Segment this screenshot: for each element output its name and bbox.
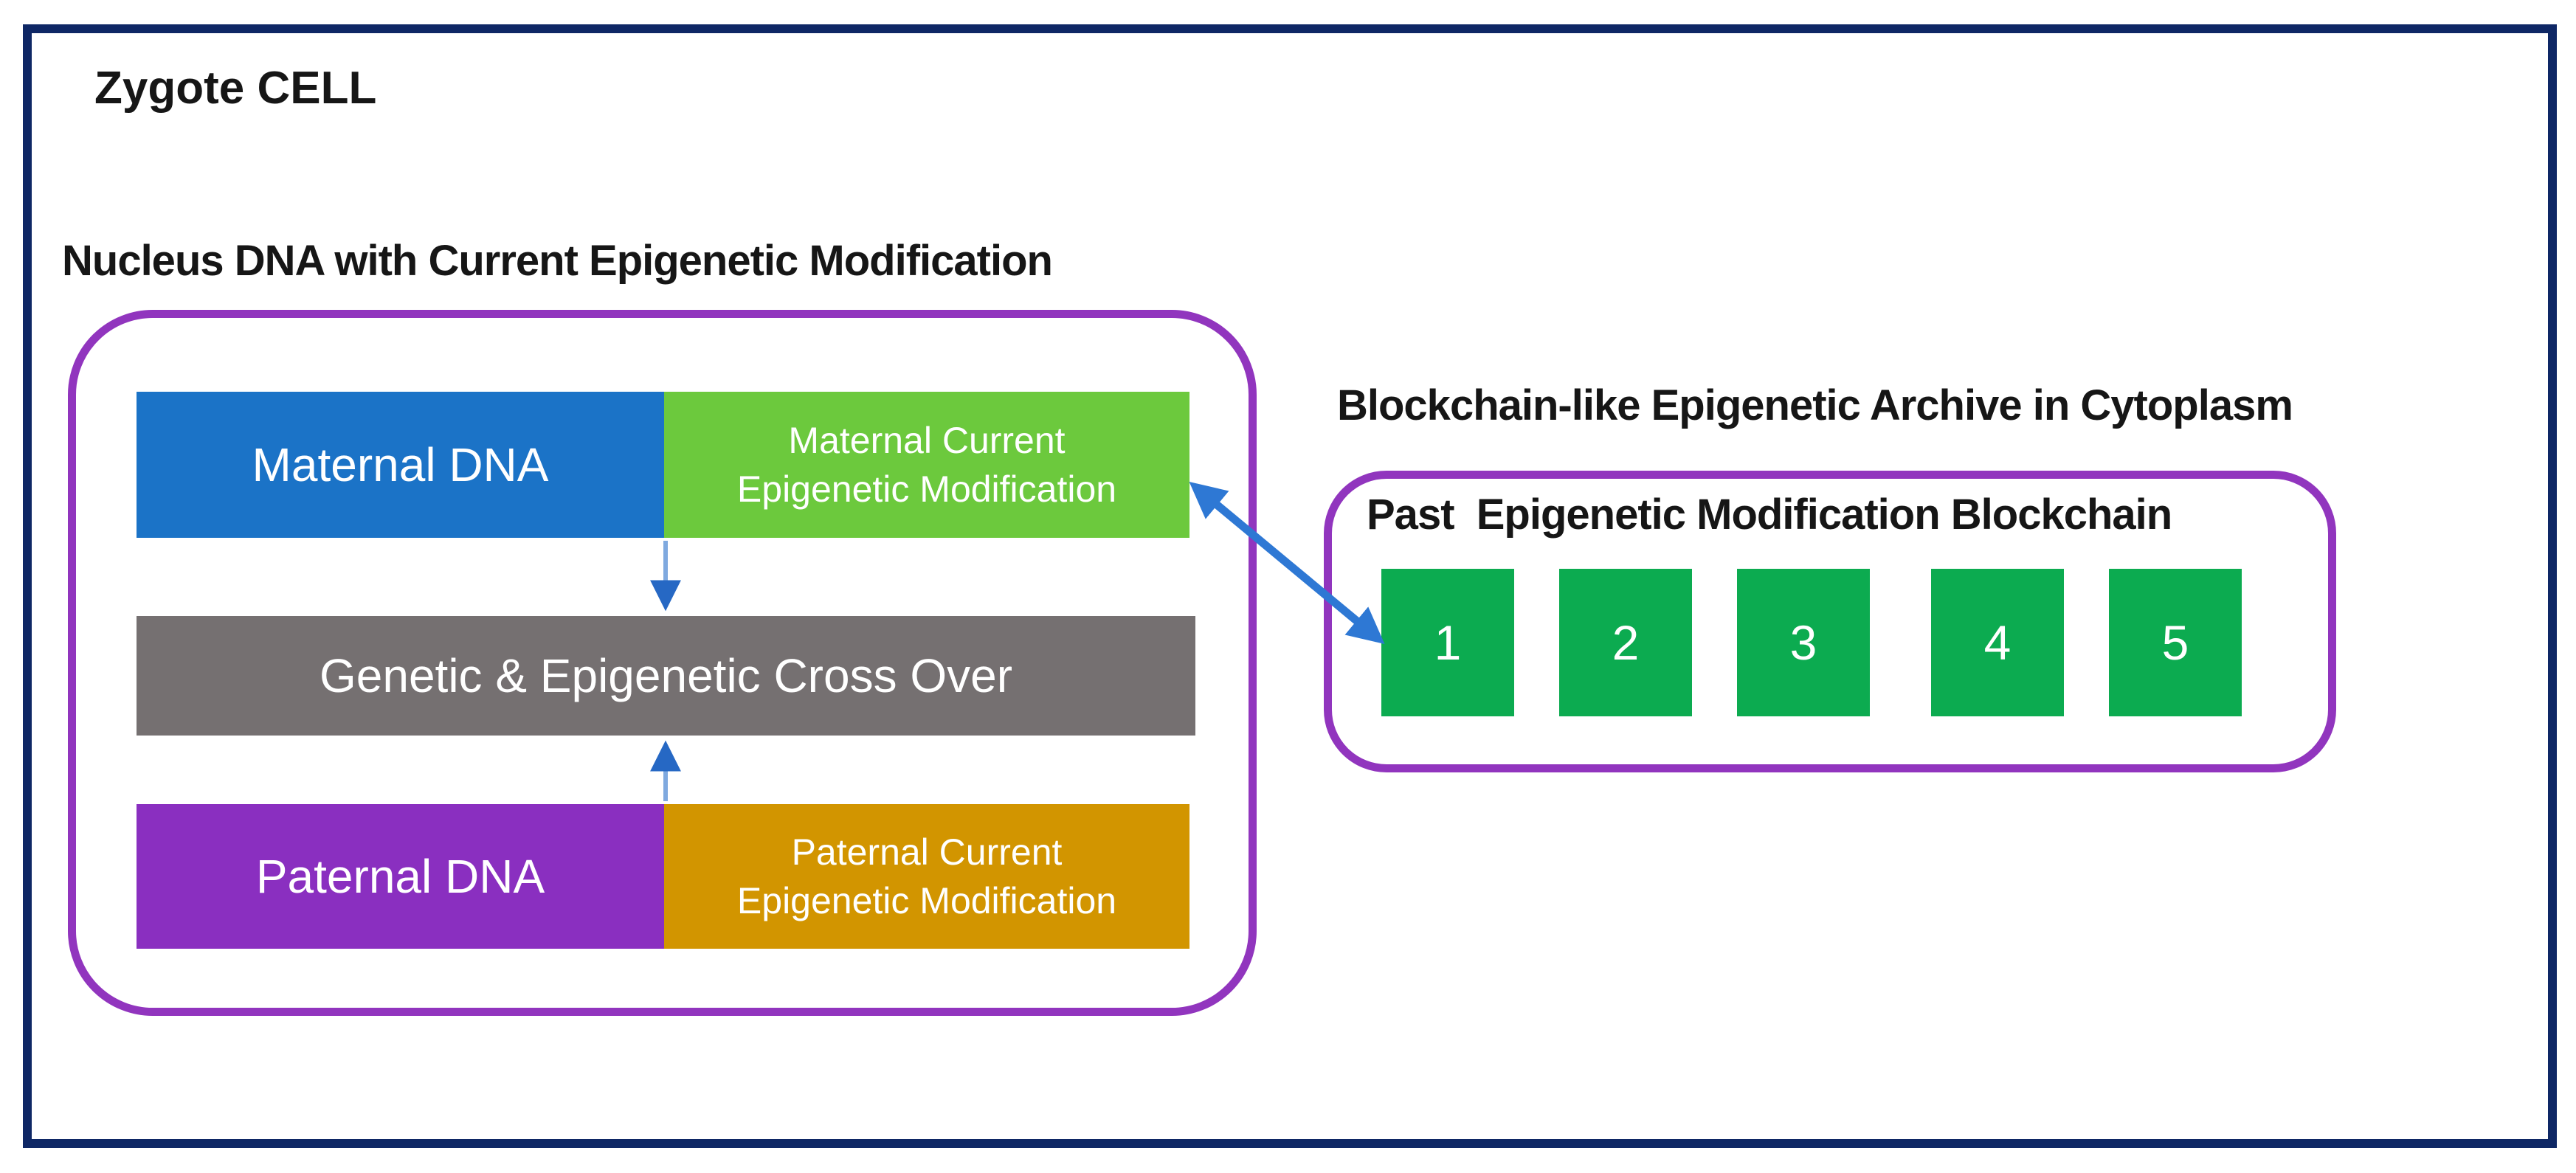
crossover-label: Genetic & Epigenetic Cross Over <box>319 649 1013 702</box>
archive-block-2: 2 <box>1559 569 1692 716</box>
archive-block-4: 4 <box>1931 569 2064 716</box>
paternal-dna-box: Paternal DNA <box>137 804 664 949</box>
maternal-dna-box: Maternal DNA <box>137 392 664 538</box>
nucleus-container <box>68 310 1257 1016</box>
paternal-epigenetic-box: Paternal Current Epigenetic Modification <box>664 804 1189 949</box>
archive-block-3: 3 <box>1737 569 1870 716</box>
paternal-epigenetic-label-line1: Paternal Current <box>791 831 1063 873</box>
paternal-dna-label: Paternal DNA <box>255 850 545 903</box>
maternal-epigenetic-label-line1: Maternal Current <box>788 420 1066 461</box>
paternal-epigenetic-label-line2: Epigenetic Modification <box>736 880 1117 921</box>
cell-boundary-frame <box>23 24 2557 1148</box>
maternal-dna-label: Maternal DNA <box>252 438 549 491</box>
diagram-title: Zygote CELL <box>94 63 377 114</box>
archive-subheading: Past Epigenetic Modification Blockchain <box>1367 491 2172 539</box>
nucleus-heading: Nucleus DNA with Current Epigenetic Modi… <box>62 237 1053 285</box>
archive-block-5: 5 <box>2109 569 2242 716</box>
maternal-epigenetic-label-line2: Epigenetic Modification <box>736 468 1117 510</box>
archive-heading: Blockchain-like Epigenetic Archive in Cy… <box>1337 381 2293 429</box>
archive-block-1: 1 <box>1381 569 1514 716</box>
crossover-box: Genetic & Epigenetic Cross Over <box>137 616 1195 736</box>
maternal-epigenetic-box: Maternal Current Epigenetic Modification <box>664 392 1189 538</box>
